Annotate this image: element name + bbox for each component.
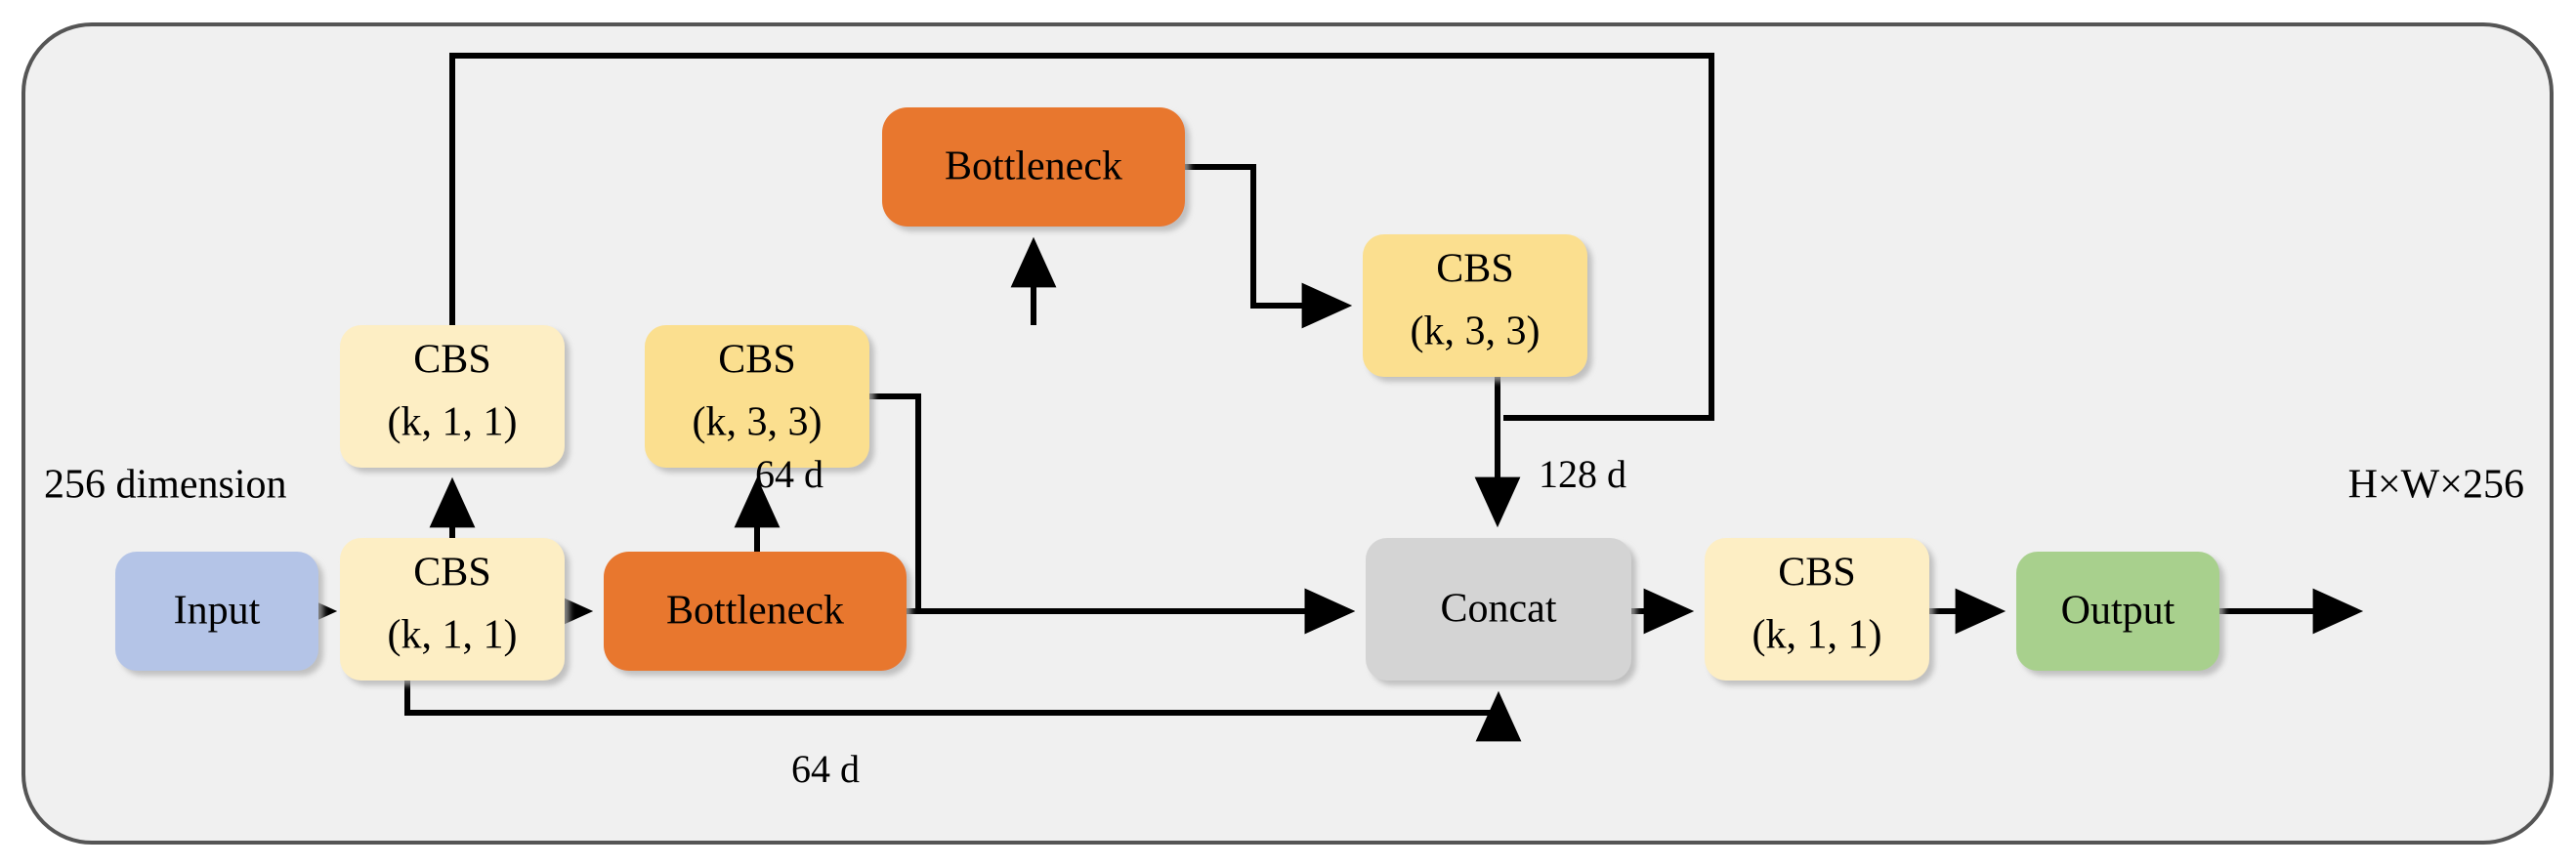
node-output[interactable]: Output (2016, 552, 2219, 671)
node-cbs-upper-right[interactable]: CBS (k, 3, 3) (1363, 234, 1587, 377)
node-cbs-branch-top[interactable]: CBS (k, 1, 1) (340, 325, 565, 468)
node-cbs-branch-top-label-1: (k, 1, 1) (388, 400, 518, 445)
node-concat-rect[interactable] (1366, 538, 1631, 681)
node-cbs-stem[interactable]: CBS (k, 1, 1) (340, 538, 565, 681)
edge-top-route (449, 53, 1714, 421)
node-cbs-upper-right-label-1: (k, 3, 3) (1411, 310, 1541, 354)
edge-cbs-stem-to-concat-64d (404, 681, 1522, 742)
node-bottleneck-main[interactable]: Bottleneck (604, 552, 907, 671)
node-cbs-mid-label-0: CBS (718, 338, 795, 383)
node-cbs-head-label-1: (k, 1, 1) (1753, 613, 1882, 658)
node-cbs-branch-top-rect[interactable] (340, 325, 565, 468)
node-cbs-mid-rect[interactable] (645, 325, 869, 468)
node-bottleneck-main-rect[interactable] (604, 552, 907, 671)
edge-cbs-mid-to-concat-64d (869, 393, 1356, 635)
node-cbs-branch-top-label-0: CBS (413, 338, 490, 383)
node-cbs-upper-right-label-0: CBS (1436, 247, 1513, 292)
node-cbs-stem-rect[interactable] (340, 538, 565, 681)
node-bottleneck-top-label-0: Bottleneck (945, 144, 1122, 189)
output-dimension-annotation: H×W×256 (2348, 463, 2524, 508)
node-concat[interactable]: Concat (1366, 538, 1631, 681)
node-bottleneck-main-label-0: Bottleneck (666, 589, 844, 634)
edge-label-64d-bottom: 64 d (791, 747, 860, 791)
node-group: Input CBS (k, 1, 1) CBS (k, 1, 1) Bottle… (115, 107, 2219, 681)
edge-label-64d-mid: 64 d (755, 452, 823, 496)
node-cbs-head[interactable]: CBS (k, 1, 1) (1705, 538, 1929, 681)
node-cbs-upper-right-rect[interactable] (1363, 234, 1587, 377)
input-dimension-annotation: 256 dimension (44, 463, 287, 508)
node-cbs-mid[interactable]: CBS (k, 3, 3) (645, 325, 869, 468)
node-cbs-stem-label-0: CBS (413, 551, 490, 596)
node-output-rect[interactable] (2016, 552, 2219, 671)
node-bottleneck-top[interactable]: Bottleneck (882, 107, 1185, 227)
node-input[interactable]: Input (115, 552, 318, 671)
node-cbs-stem-label-1: (k, 1, 1) (388, 613, 518, 658)
node-bottleneck-top-rect[interactable] (882, 107, 1185, 227)
node-cbs-head-label-0: CBS (1778, 551, 1855, 596)
node-input-rect[interactable] (115, 552, 318, 671)
node-input-label-0: Input (174, 589, 261, 634)
edge-bottleneck-top-to-cbs-upper-right (1185, 164, 1353, 329)
node-cbs-mid-label-1: (k, 3, 3) (693, 400, 823, 445)
node-cbs-head-rect[interactable] (1705, 538, 1929, 681)
node-concat-label-0: Concat (1441, 587, 1557, 632)
node-output-label-0: Output (2061, 589, 2175, 634)
edge-label-128d: 128 d (1539, 452, 1626, 496)
